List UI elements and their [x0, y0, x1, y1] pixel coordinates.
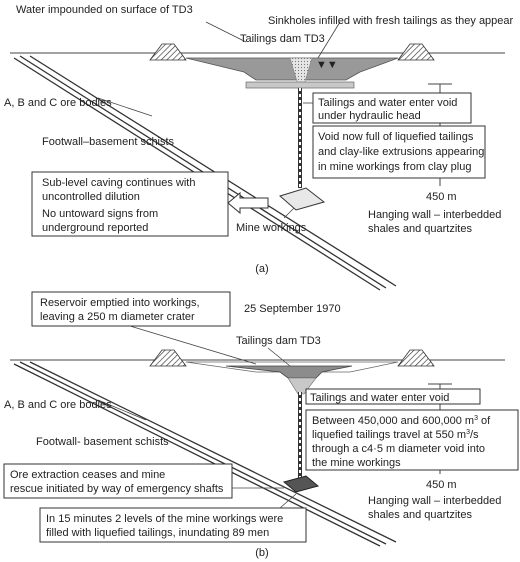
callout-box-caving-a — [31, 171, 229, 237]
panel-b: Reservoir emptied into workings, leaving… — [3, 291, 519, 559]
dam-embankment-right-b — [397, 349, 435, 367]
label-date: 25 September 1970 — [244, 303, 341, 315]
ore-body-line-3-a — [29, 55, 397, 287]
label-hanging-wall-a-1: Hanging wall – interbedded — [368, 209, 501, 221]
leader-minutes — [279, 493, 297, 509]
label-footwall-b: Footwall- basement schists — [36, 436, 169, 448]
caption-b: (b) — [255, 547, 268, 559]
label-ore-bodies-a: A, B and C ore bodies — [4, 97, 112, 109]
label-reservoir-1: Reservoir emptied into workings, — [40, 297, 200, 309]
label-hanging-wall-b-1: Hanging wall – interbedded — [368, 495, 501, 507]
leader-ore-a — [97, 97, 153, 117]
label-footwall-a: Footwall–basement schists — [42, 136, 175, 148]
leader-ore-b — [97, 399, 147, 421]
dam-embankment-left-a — [149, 43, 187, 61]
leader-reservoir — [129, 325, 257, 365]
crater-funnel-b — [287, 377, 317, 395]
label-volume-3: through a c4·5 m diameter void into — [312, 443, 485, 455]
clay-plug-a — [245, 81, 355, 89]
label-no-signs-1: No untoward signs from — [42, 208, 158, 220]
callout-box-volume — [305, 409, 519, 471]
dilution-arrow-a — [227, 191, 269, 215]
sinkhole-marks: ▼▼ — [316, 59, 338, 71]
label-minutes-1: In 15 minutes 2 levels of the mine worki… — [46, 513, 283, 525]
label-tailings-enter-a-2: under hydraulic head — [318, 110, 421, 122]
label-caving-1: Sub-level caving continues with — [42, 177, 195, 189]
label-void-full-3: in mine workings from clay plug — [318, 161, 471, 173]
label-tailings-dam-b: Tailings dam TD3 — [236, 335, 321, 347]
tailings-pond-a — [185, 57, 399, 81]
callout-box-reservoir — [31, 291, 231, 327]
ore-body-line-3-b — [29, 361, 397, 543]
label-depth-a: 450 m — [426, 191, 457, 203]
label-no-signs-2: underground reported — [42, 222, 148, 234]
leader-water-a — [205, 21, 247, 43]
leader-tailings-dam-b — [267, 347, 291, 367]
callout-box-minutes — [39, 507, 307, 543]
label-volume-4: the mine workings — [312, 457, 401, 469]
panel-a: ▼▼ Water impounded on surface of TD3 Sin… — [4, 4, 514, 291]
label-volume-1: Between 450,000 and 600,000 m3 of — [312, 415, 491, 427]
label-hanging-wall-a-2: shales and quartzites — [368, 223, 472, 235]
label-hanging-wall-b-2: shales and quartzites — [368, 509, 472, 521]
leader-mine-workings-a — [283, 207, 295, 219]
ore-body-line-1-b — [13, 363, 381, 547]
callout-box-tailings-enter-a — [312, 92, 472, 124]
callout-box-void-full-a — [312, 125, 486, 179]
label-sinkholes: Sinkholes infilled with fresh tailings a… — [268, 15, 514, 27]
leader-sinkhole-a — [317, 21, 341, 59]
label-tailings-enter-b: Tailings and water enter void — [310, 392, 449, 404]
label-void-full-2: and clay-like extrusions appearing — [318, 146, 484, 158]
ore-body-line-2-b — [19, 361, 387, 545]
label-reservoir-2: leaving a 250 m diameter crater — [40, 311, 195, 323]
label-tailings-enter-a-1: Tailings and water enter void — [318, 97, 457, 109]
dam-embankment-right-a — [397, 43, 435, 61]
label-void-full-1: Void now full of liquefied tailings — [318, 131, 474, 143]
flooded-workings-b — [282, 475, 320, 493]
label-depth-b: 450 m — [426, 479, 457, 491]
label-water-impounded: Water impounded on surface of TD3 — [16, 4, 193, 16]
callout-box-tailings-enter-b — [305, 388, 481, 405]
callout-box-ore-ceases — [3, 463, 233, 499]
mine-workings-a — [278, 187, 326, 211]
label-minutes-2: filled with liquefied tailings, inundati… — [46, 527, 269, 539]
label-ore-bodies-b: A, B and C ore bodies — [4, 399, 112, 411]
crater-outline-b — [185, 361, 399, 373]
label-caving-2: uncontrolled dilution — [42, 191, 140, 203]
label-ore-ceases-2: rescue initiated by way of emergency sha… — [10, 483, 224, 495]
label-ore-ceases-1: Ore extraction ceases and mine — [10, 469, 165, 481]
label-mine-workings-a: Mine workings — [236, 222, 307, 234]
label-tailings-dam-a: Tailings dam TD3 — [240, 33, 325, 45]
label-volume-2: liquefied tailings travel at 550 m3/s — [312, 429, 479, 441]
dam-embankment-left-b — [149, 349, 187, 367]
caption-a: (a) — [255, 263, 268, 275]
